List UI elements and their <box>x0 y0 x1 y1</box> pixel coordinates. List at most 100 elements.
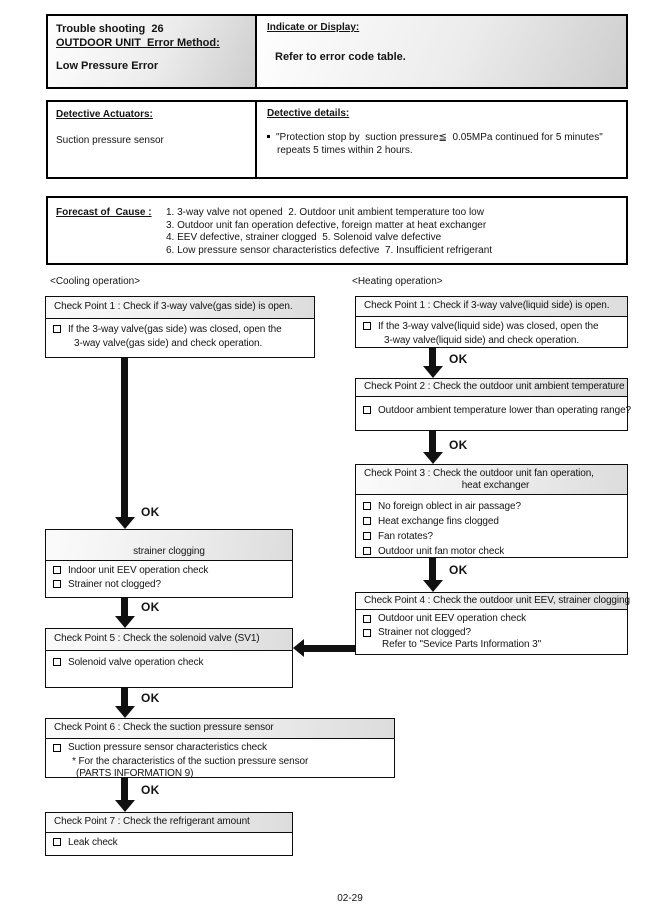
forecast-of-cause-box: Forecast of Cause : 1. 3-way valve not o… <box>46 196 628 265</box>
detective-details-line1: "Protection stop by suction pressure≦ 0.… <box>276 132 603 143</box>
header-indicate-cell: Indicate or Display: Refer to error code… <box>257 16 626 87</box>
header-text: Check Point 3 : Check the outdoor unit f… <box>364 468 594 479</box>
check-item: Leak check <box>68 837 118 848</box>
header-text-line2: heat exchanger <box>461 480 530 491</box>
header-table: Trouble shooting 26 OUTDOOR UNIT Error M… <box>46 14 628 89</box>
detective-details-cell: Detective details: "Protection stop by s… <box>257 102 626 177</box>
flow-arrow-down <box>114 688 135 718</box>
checkbox-icon <box>53 838 61 846</box>
check-item: Solenoid valve operation check <box>68 657 204 668</box>
checkbox-icon <box>363 322 371 330</box>
checkbox-icon <box>363 517 371 525</box>
detective-actuators-value: Suction pressure sensor <box>56 135 164 146</box>
check-item: No foreign oblect in air passage? <box>378 501 521 512</box>
flow-arrow-down <box>422 431 443 464</box>
flow-arrow-down <box>114 778 135 812</box>
heating-checkpoint2-box: Check Point 2 : Check the outdoor unit a… <box>355 378 631 431</box>
check-item: Outdoor unit fan motor check <box>378 546 505 557</box>
check-item: Outdoor unit EEV operation check <box>378 613 527 624</box>
heating-checkpoint3-box: Check Point 3 : Check the outdoor unit f… <box>355 464 628 558</box>
checkbox-icon <box>53 580 61 588</box>
header-text: Check Point 1 : Check if 3-way valve(gas… <box>54 301 293 312</box>
ok-branch-label: OK <box>449 563 468 577</box>
heating-operation-label: <Heating operation> <box>352 276 443 287</box>
header-text: strainer clogging <box>133 546 205 557</box>
flow-arrow-left <box>293 638 355 657</box>
check-item-note: * For the characteristics of the suction… <box>72 755 309 767</box>
forecast-label: Forecast of Cause : <box>56 207 152 218</box>
forecast-line: 3. Outdoor unit fan operation defective,… <box>166 219 487 231</box>
checkbox-icon <box>53 566 61 574</box>
cooling-checkpoint1-header: Check Point 1 : Check if 3-way valve(gas… <box>46 297 314 319</box>
detective-details-label: Detective details: <box>267 108 350 119</box>
check-item: Suction pressure sensor characteristics … <box>68 742 267 753</box>
ok-branch-label: OK <box>449 438 468 452</box>
forecast-line: 4. EEV defective, strainer clogged 5. So… <box>166 232 442 243</box>
detective-table: Detective Actuators: Suction pressure se… <box>46 100 628 179</box>
error-name: Low Pressure Error <box>56 60 159 72</box>
ok-branch-label: OK <box>141 600 160 614</box>
cooling-operation-label: <Cooling operation> <box>50 276 141 287</box>
heating-checkpoint1-box: Check Point 1 : Check if 3-way valve(liq… <box>355 296 628 348</box>
cooling-checkpoint7-box: Check Point 7 : Check the refrigerant am… <box>45 812 293 856</box>
checkbox-icon <box>363 532 371 540</box>
cooling-checkpoint7-header: Check Point 7 : Check the refrigerant am… <box>46 813 292 833</box>
checkbox-icon <box>53 658 61 666</box>
flow-arrow-down <box>422 558 443 592</box>
check-item: Strainer not clogged? <box>378 626 471 638</box>
detective-actuators-cell: Detective Actuators: Suction pressure se… <box>48 102 257 177</box>
detective-details-line2: repeats 5 times within 2 hours. <box>277 145 413 156</box>
header-text: Check Point 1 : Check if 3-way valve(liq… <box>364 300 610 311</box>
heating-checkpoint1-header: Check Point 1 : Check if 3-way valve(liq… <box>356 297 627 317</box>
square-bullet-icon <box>267 135 270 138</box>
forecast-line: 1. 3-way valve not opened 2. Outdoor uni… <box>166 207 484 218</box>
checkbox-icon <box>363 502 371 510</box>
strainer-clogging-header: strainer clogging <box>46 530 292 561</box>
check-item: Indoor unit EEV operation check <box>68 565 209 576</box>
checkbox-icon <box>363 547 371 555</box>
check-item: Fan rotates? <box>378 531 433 542</box>
header-text: Check Point 5 : Check the solenoid valve… <box>54 633 260 644</box>
ok-branch-label: OK <box>141 505 160 519</box>
heating-checkpoint2-header: Check Point 2 : Check the outdoor unit a… <box>356 379 627 397</box>
ok-branch-label: OK <box>449 352 468 366</box>
cooling-checkpoint1-box: Check Point 1 : Check if 3-way valve(gas… <box>45 296 315 358</box>
unit-error-method: OUTDOOR UNIT Error Method: <box>56 37 220 49</box>
check-item-continuation: 3-way valve(gas side) and check operatio… <box>74 338 263 349</box>
checkbox-icon <box>363 628 371 637</box>
strainer-clogging-box: strainer clogging Indoor unit EEV operat… <box>45 529 293 598</box>
forecast-list: 1. 3-way valve not opened 2. Outdoor uni… <box>166 207 492 256</box>
checkbox-icon <box>53 325 61 333</box>
checkbox-icon <box>53 744 61 752</box>
check-item: If the 3-way valve(liquid side) was clos… <box>378 321 599 332</box>
forecast-line: 6. Low pressure sensor characteristics d… <box>166 244 493 256</box>
flow-arrow-down <box>114 358 135 529</box>
header-text: Check Point 7 : Check the refrigerant am… <box>54 816 250 827</box>
header-text: Check Point 4 : Check the outdoor unit E… <box>364 595 630 606</box>
check-item: Strainer not clogged? <box>68 579 161 590</box>
cooling-checkpoint5-header: Check Point 5 : Check the solenoid valve… <box>46 629 292 651</box>
check-item-continuation: 3-way valve(liquid side) and check opera… <box>384 335 580 346</box>
indicate-display-text: Refer to error code table. <box>275 51 406 63</box>
indicate-display-label: Indicate or Display: <box>267 22 360 33</box>
heating-checkpoint4-header: Check Point 4 : Check the outdoor unit E… <box>356 593 630 610</box>
flow-arrow-down <box>422 348 443 378</box>
check-item: If the 3-way valve(gas side) was closed,… <box>68 324 282 335</box>
cooling-checkpoint6-header: Check Point 6 : Check the suction pressu… <box>46 719 394 739</box>
page-number: 02-29 <box>337 893 363 904</box>
flow-arrow-down <box>114 598 135 628</box>
check-item-note: (PARTS INFORMATION 9) <box>76 768 194 779</box>
cooling-checkpoint5-box: Check Point 5 : Check the solenoid valve… <box>45 628 293 688</box>
ok-branch-label: OK <box>141 783 160 797</box>
heating-checkpoint3-header: Check Point 3 : Check the outdoor unit f… <box>356 465 627 495</box>
header-title-cell: Trouble shooting 26 OUTDOOR UNIT Error M… <box>48 16 257 87</box>
cooling-checkpoint6-box: Check Point 6 : Check the suction pressu… <box>45 718 395 779</box>
header-text: Check Point 2 : Check the outdoor unit a… <box>364 381 625 392</box>
check-item-note: Refer to "Sevice Parts Information 3" <box>382 639 542 650</box>
checkbox-icon <box>363 615 371 623</box>
trouble-shooting-number: Trouble shooting 26 <box>56 23 164 35</box>
check-item: Heat exchange fins clogged <box>378 516 499 527</box>
detective-actuators-label: Detective Actuators: <box>56 109 153 120</box>
ok-branch-label: OK <box>141 691 160 705</box>
